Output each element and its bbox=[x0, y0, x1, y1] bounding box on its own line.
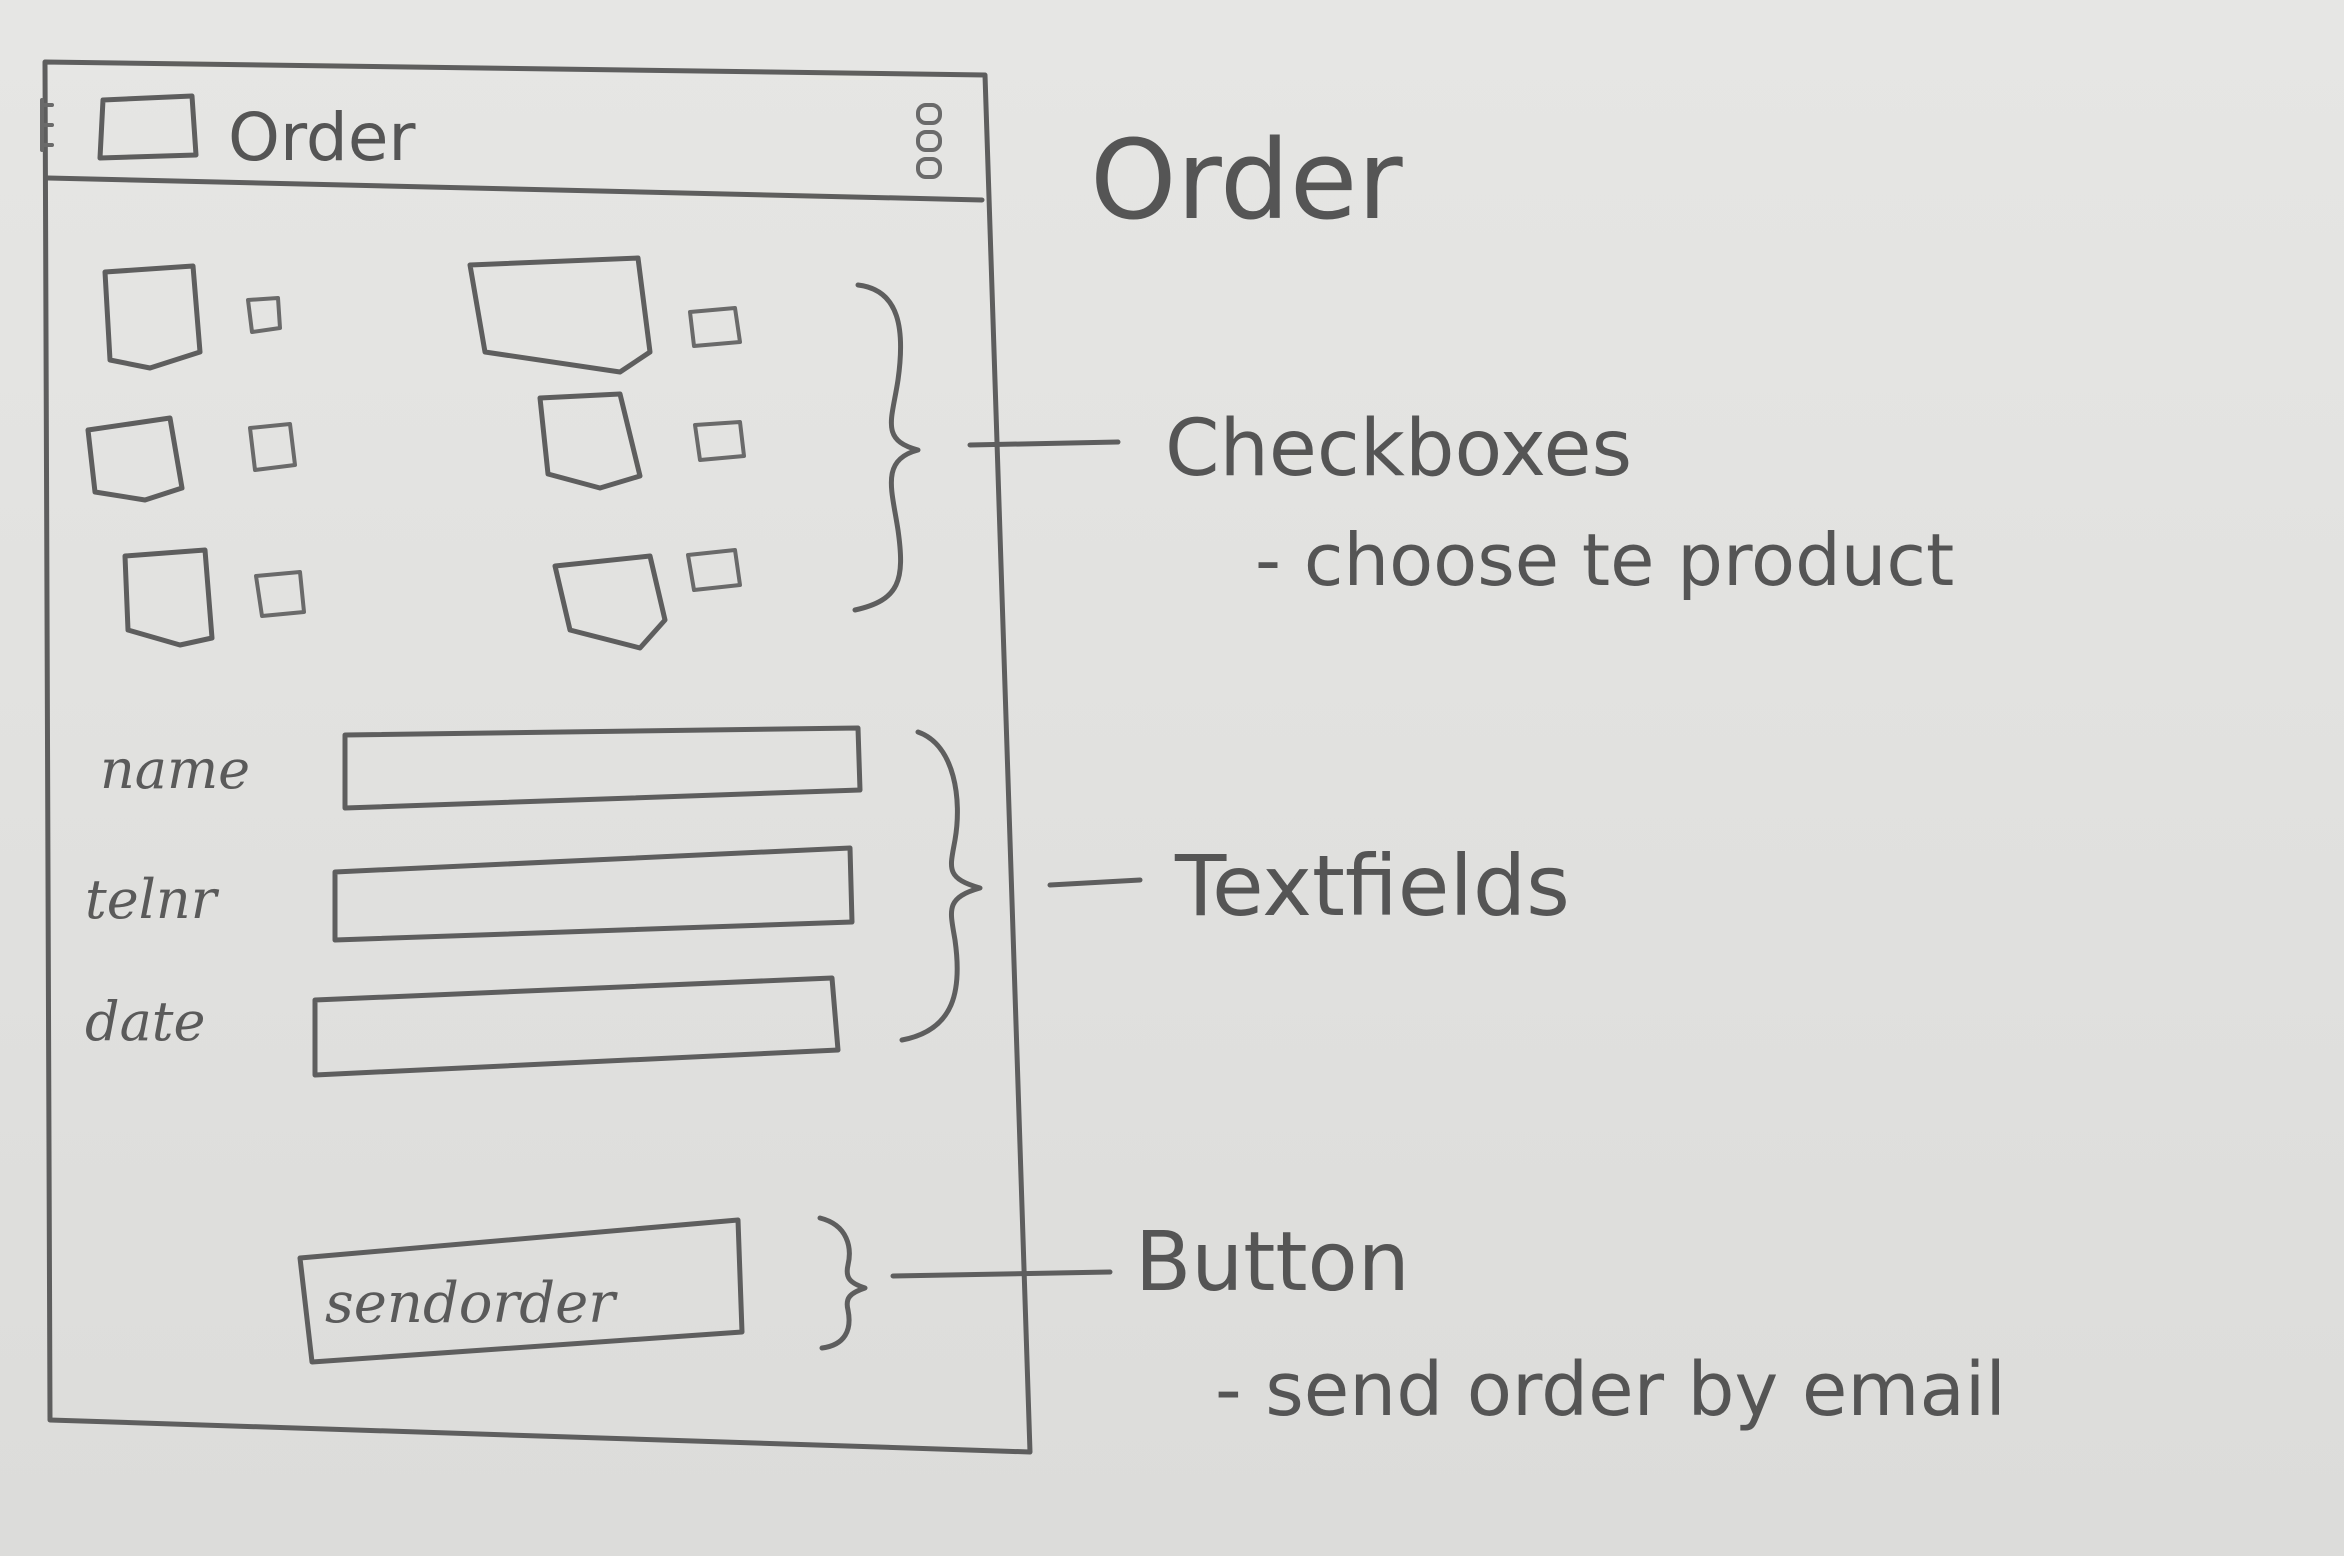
name-input[interactable] bbox=[342, 725, 863, 811]
order-form: name telnr date bbox=[85, 725, 863, 1078]
app-icon bbox=[97, 93, 199, 161]
window-frame bbox=[42, 59, 1033, 1455]
send-order-button-label: sendorder bbox=[325, 1271, 618, 1336]
checkbox[interactable] bbox=[246, 296, 282, 334]
titlebar-menu-icon bbox=[40, 98, 54, 152]
textfields-title: Textfields bbox=[1174, 837, 1570, 935]
button-annotation: Button - send order by email bbox=[817, 1215, 2006, 1433]
checkbox[interactable] bbox=[552, 553, 668, 651]
checkbox[interactable] bbox=[248, 422, 297, 472]
button-note: - send order by email bbox=[1215, 1347, 2006, 1433]
textfields-brace bbox=[899, 729, 983, 1043]
telnr-label: telnr bbox=[85, 868, 220, 931]
checkbox[interactable] bbox=[102, 263, 203, 371]
checkbox[interactable] bbox=[537, 391, 643, 491]
annotation-heading: Order bbox=[1090, 116, 1403, 244]
checkbox[interactable] bbox=[467, 255, 653, 375]
send-order-button-outline bbox=[297, 1217, 745, 1365]
checkboxes-connector bbox=[967, 439, 1121, 448]
textfields-annotation: Textfields bbox=[899, 729, 1570, 1043]
titlebar-divider bbox=[45, 175, 985, 203]
send-order-button[interactable]: sendorder bbox=[297, 1217, 745, 1365]
name-label: name bbox=[100, 738, 250, 801]
checkbox[interactable] bbox=[688, 306, 742, 348]
checkboxes-annotation: Checkboxes - choose te product bbox=[852, 282, 1954, 613]
date-label: date bbox=[85, 990, 205, 1053]
checkboxes-brace bbox=[852, 282, 921, 613]
textfields-connector bbox=[1047, 877, 1143, 888]
window-title: Order bbox=[228, 99, 416, 176]
checkbox[interactable] bbox=[254, 570, 306, 618]
checkbox[interactable] bbox=[122, 547, 215, 648]
window-controls-icon[interactable] bbox=[916, 103, 942, 179]
checkbox[interactable] bbox=[85, 415, 185, 503]
checkbox[interactable] bbox=[693, 420, 746, 462]
checkboxes-title: Checkboxes bbox=[1165, 404, 1632, 494]
button-brace bbox=[817, 1215, 868, 1351]
checkbox-grid bbox=[85, 255, 746, 651]
button-title: Button bbox=[1135, 1215, 1410, 1310]
checkbox[interactable] bbox=[686, 548, 742, 592]
order-window: Order bbox=[40, 59, 1033, 1455]
telnr-input[interactable] bbox=[332, 845, 855, 943]
date-input[interactable] bbox=[312, 975, 841, 1078]
checkboxes-note: - choose te product bbox=[1255, 518, 1954, 602]
button-connector bbox=[890, 1269, 1113, 1279]
